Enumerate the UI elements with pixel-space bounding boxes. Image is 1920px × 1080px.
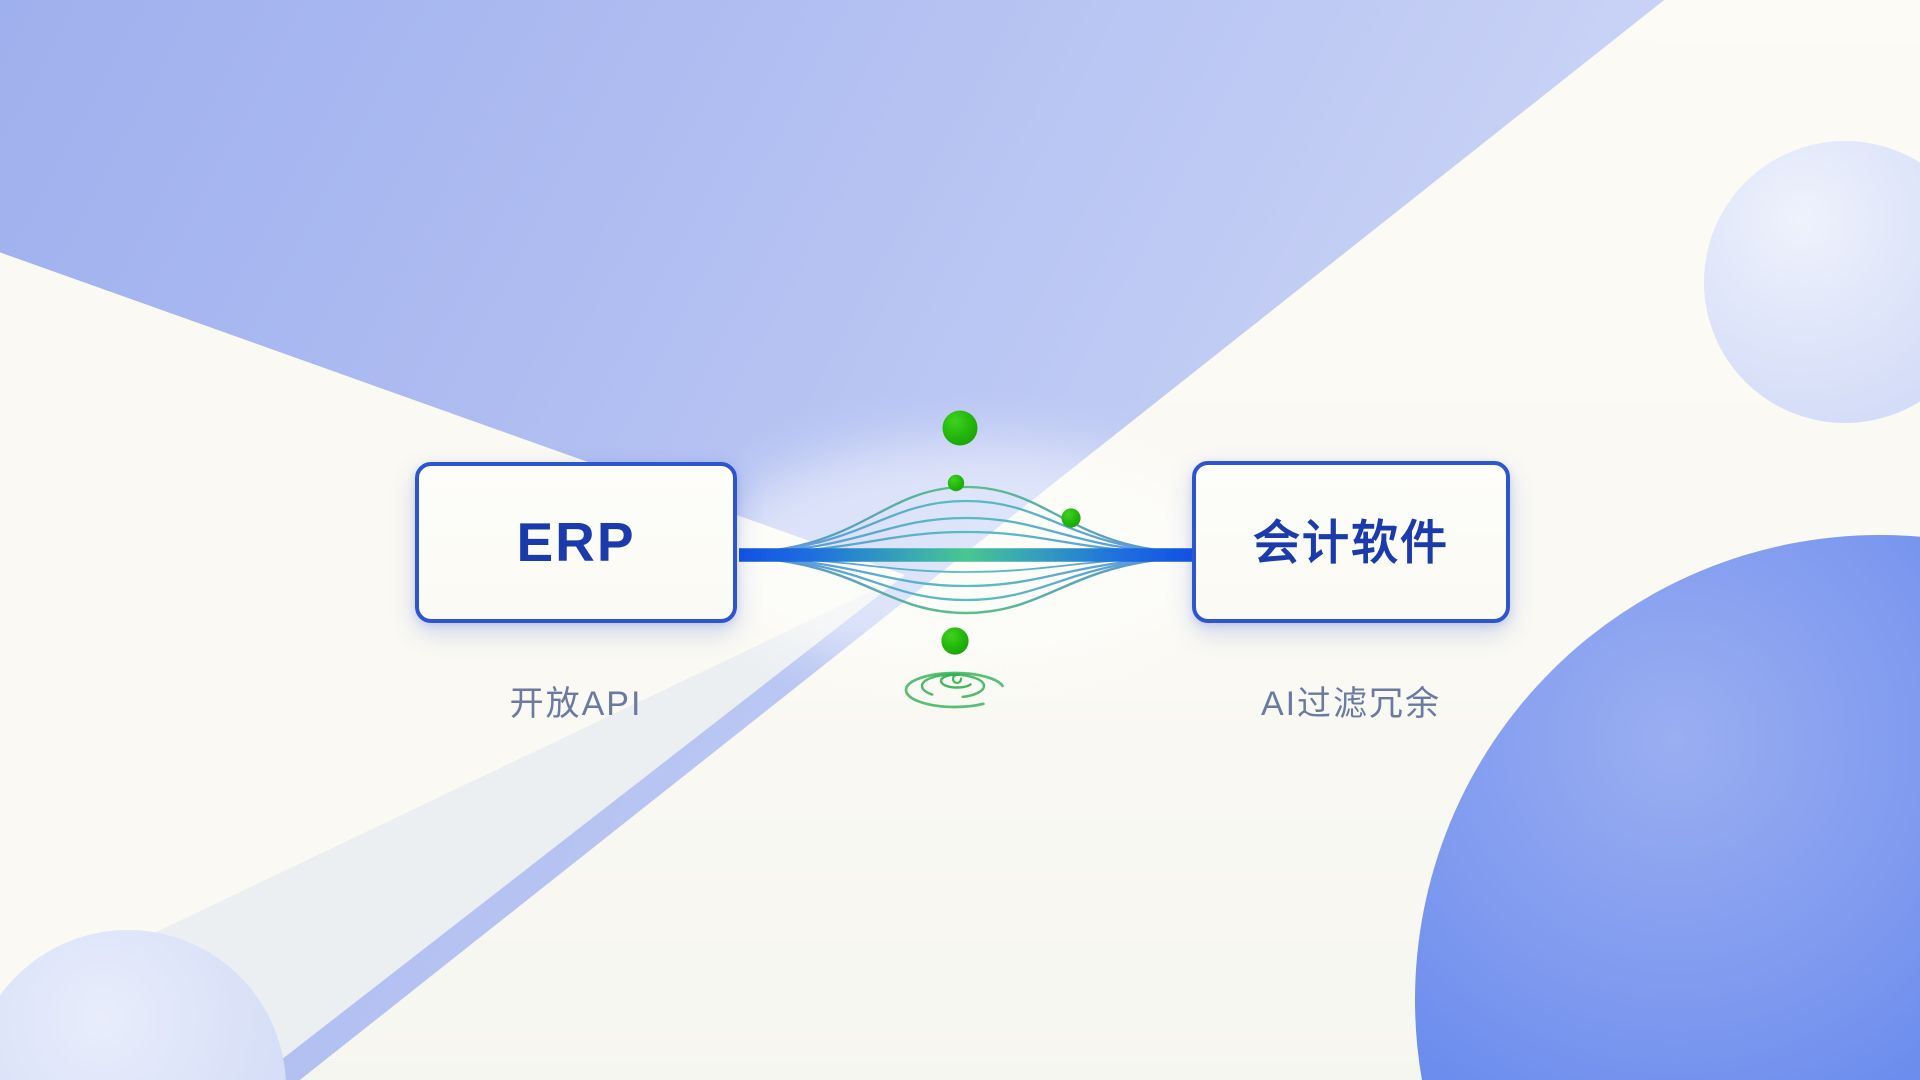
ripple-swirl-icon bbox=[904, 671, 1006, 709]
caption-open-api: 开放API bbox=[509, 685, 643, 723]
decorative-circle-top-right bbox=[1704, 141, 1920, 423]
upper-flow-curves bbox=[740, 485, 1192, 556]
green-dot-top bbox=[942, 410, 978, 446]
lower-flow-curves bbox=[740, 555, 1192, 615]
node-accounting-label: 会计软件 bbox=[1253, 515, 1449, 569]
green-data-dots bbox=[941, 410, 1081, 655]
caption-ai-filter: AI过滤冗余 bbox=[1260, 685, 1442, 723]
green-dot-small bbox=[947, 474, 965, 492]
node-erp: ERP bbox=[415, 462, 737, 623]
node-erp-label: ERP bbox=[516, 511, 636, 573]
node-accounting-software: 会计软件 bbox=[1192, 461, 1510, 623]
green-dot-bottom bbox=[941, 627, 969, 655]
green-dot-mid bbox=[1061, 508, 1081, 528]
